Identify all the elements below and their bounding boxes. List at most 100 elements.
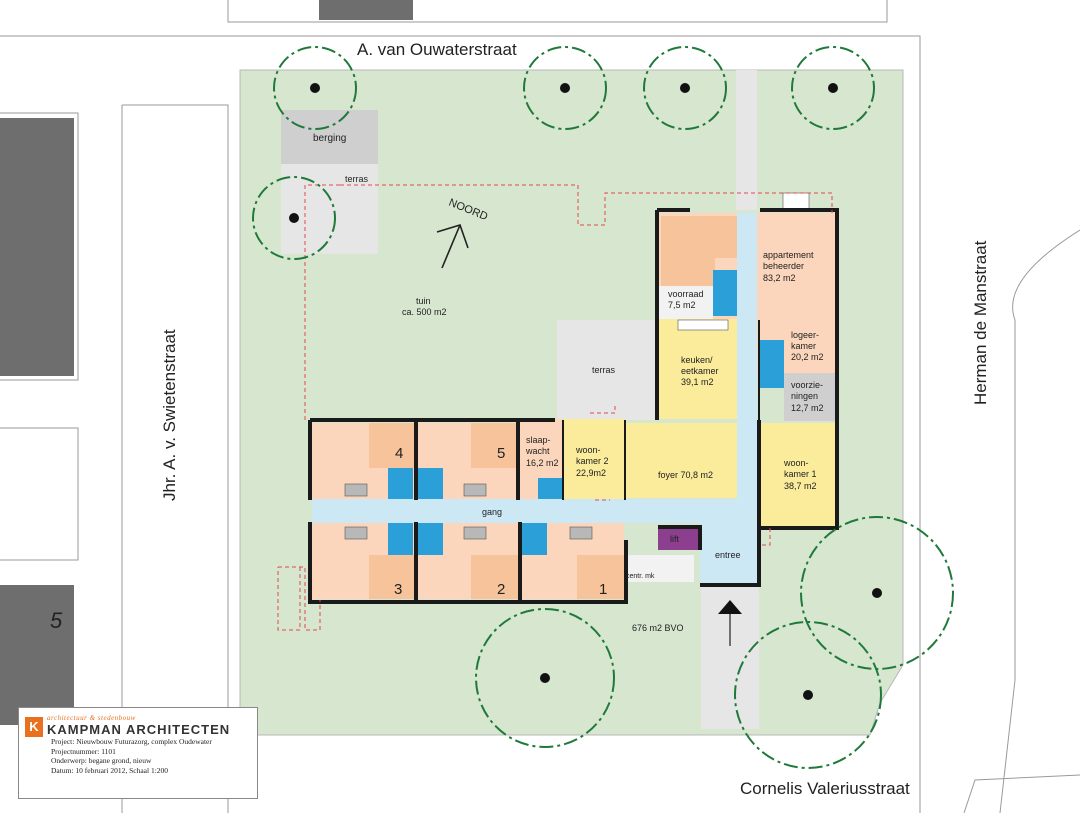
label-woon1-2: kamer 1 bbox=[784, 469, 817, 479]
logo-mark: K bbox=[25, 717, 43, 737]
tree-3 bbox=[643, 46, 727, 130]
corridor-foyer-link bbox=[737, 423, 759, 543]
walls bbox=[308, 208, 839, 604]
label-terras-mid: terras bbox=[592, 365, 616, 375]
neighbour-building-top bbox=[319, 0, 413, 20]
terras-top bbox=[281, 164, 378, 254]
room-voorzieningen bbox=[784, 373, 837, 421]
room-number-4: 4 bbox=[395, 445, 403, 462]
berging bbox=[281, 110, 378, 164]
label-keuken-3: 39,1 m2 bbox=[681, 377, 714, 387]
trees bbox=[252, 46, 954, 769]
label-tuin-area: ca. 500 m2 bbox=[402, 307, 447, 317]
title-block: K architectuur & stedenbouw KAMPMAN ARCH… bbox=[18, 707, 258, 799]
label-centr: centr. mk bbox=[626, 573, 655, 580]
label-woon1-3: 38,7 m2 bbox=[784, 481, 817, 491]
onderwerp-line: Onderwerp: begane grond, nieuw bbox=[51, 756, 152, 765]
room-number-1: 1 bbox=[599, 581, 607, 598]
tree-5 bbox=[252, 176, 336, 260]
bath-app bbox=[713, 270, 737, 316]
room-1-accent bbox=[577, 555, 624, 599]
label-voorz-1: voorzie- bbox=[791, 380, 823, 390]
room-3-accent bbox=[369, 555, 416, 599]
label-tuin: tuin bbox=[416, 296, 431, 306]
room-5-accent bbox=[471, 423, 518, 468]
room-keuken bbox=[659, 319, 737, 419]
label-foyer: foyer 70,8 m2 bbox=[658, 470, 713, 480]
corridor-appartement bbox=[737, 213, 757, 423]
logo: K architectuur & stedenbouw KAMPMAN ARCH… bbox=[25, 713, 251, 737]
label-voorraad-1: voorraad bbox=[668, 289, 704, 299]
bath-1 bbox=[522, 523, 547, 555]
project-line: Project: Nieuwbouw Futurazorg, complex O… bbox=[51, 737, 212, 746]
street-bottom: Cornelis Valeriusstraat bbox=[740, 779, 910, 798]
label-voorz-3: 12,7 m2 bbox=[791, 403, 824, 413]
label-woon2-2: kamer 2 bbox=[576, 456, 609, 466]
room-centr-mk bbox=[624, 555, 694, 582]
corridor-gang bbox=[312, 499, 757, 523]
company-name: KAMPMAN ARCHITECTEN bbox=[47, 722, 231, 737]
neighbour-building-left bbox=[0, 118, 74, 376]
label-app-1: appartement bbox=[763, 250, 814, 260]
terras-middle bbox=[557, 320, 657, 420]
room-foyer bbox=[622, 423, 757, 498]
property-boundary bbox=[277, 184, 833, 631]
room-number-5: 5 bbox=[497, 445, 505, 462]
label-woon2-1: woon- bbox=[575, 445, 601, 455]
label-app-2: beheerder bbox=[763, 261, 804, 271]
label-logeer-1: logeer- bbox=[791, 330, 819, 340]
label-woon1-1: woon- bbox=[783, 458, 809, 468]
room-4-accent bbox=[369, 423, 416, 468]
furniture bbox=[344, 192, 810, 540]
datum-line: Datum: 10 februari 2012, Schaal 1:200 bbox=[51, 765, 169, 775]
street-left: Jhr. A. v. Swietenstraat bbox=[160, 329, 179, 501]
label-keuken-1: keuken/ bbox=[681, 355, 713, 365]
entrance-arrow-icon bbox=[718, 600, 742, 614]
label-entree: entree bbox=[715, 550, 741, 560]
label-voorz-2: ningen bbox=[791, 391, 818, 401]
label-logeer-3: 20,2 m2 bbox=[791, 352, 824, 362]
label-slaap-3: 16,2 m2 bbox=[526, 458, 559, 468]
label-voorraad-2: 7,5 m2 bbox=[668, 300, 696, 310]
label-slaap-1: slaap- bbox=[526, 435, 551, 445]
label-gang: gang bbox=[482, 507, 502, 517]
label-woon2-3: 22,9m2 bbox=[576, 468, 606, 478]
tree-1 bbox=[273, 46, 357, 130]
bath-3 bbox=[388, 523, 413, 555]
bath-woon2 bbox=[538, 478, 563, 499]
projectnummer-line: Projectnummer: 1101 bbox=[51, 746, 116, 756]
north-arrow-icon bbox=[436, 224, 469, 269]
label-slaap-2: wacht bbox=[525, 446, 550, 456]
label-logeer-2: kamer bbox=[791, 341, 816, 351]
room-appartement-inner bbox=[661, 216, 737, 258]
lift bbox=[658, 527, 698, 550]
corridor-entree bbox=[700, 523, 759, 585]
tree-2 bbox=[523, 46, 607, 130]
path-entrance bbox=[701, 575, 759, 729]
logo-tagline: architectuur & stedenbouw bbox=[47, 714, 136, 722]
bath-logeer bbox=[759, 340, 784, 388]
street-top: A. van Ouwaterstraat bbox=[357, 40, 517, 59]
room-number-2: 2 bbox=[497, 581, 505, 598]
label-berging: berging bbox=[313, 133, 346, 144]
room-appartement-inner2 bbox=[661, 258, 715, 286]
room-woonkamer2 bbox=[563, 419, 625, 499]
tree-4 bbox=[791, 46, 875, 130]
label-bvo: 676 m2 BVO bbox=[632, 623, 684, 633]
label-lift: lift bbox=[670, 534, 679, 544]
bath-4 bbox=[388, 468, 413, 499]
bath-5 bbox=[418, 468, 443, 499]
label-keuken-2: eetkamer bbox=[681, 366, 719, 376]
room-2-accent bbox=[471, 555, 518, 599]
tree-trunks bbox=[289, 83, 882, 700]
bath-2 bbox=[418, 523, 443, 555]
label-terras-top: terras bbox=[345, 174, 369, 184]
room-voorraad bbox=[659, 286, 713, 319]
neighbour-building-5 bbox=[0, 585, 74, 725]
path-top bbox=[736, 70, 757, 210]
building bbox=[277, 184, 839, 631]
room-number-3: 3 bbox=[394, 581, 402, 598]
tree-6 bbox=[475, 608, 615, 748]
label-app-3: 83,2 m2 bbox=[763, 273, 796, 283]
